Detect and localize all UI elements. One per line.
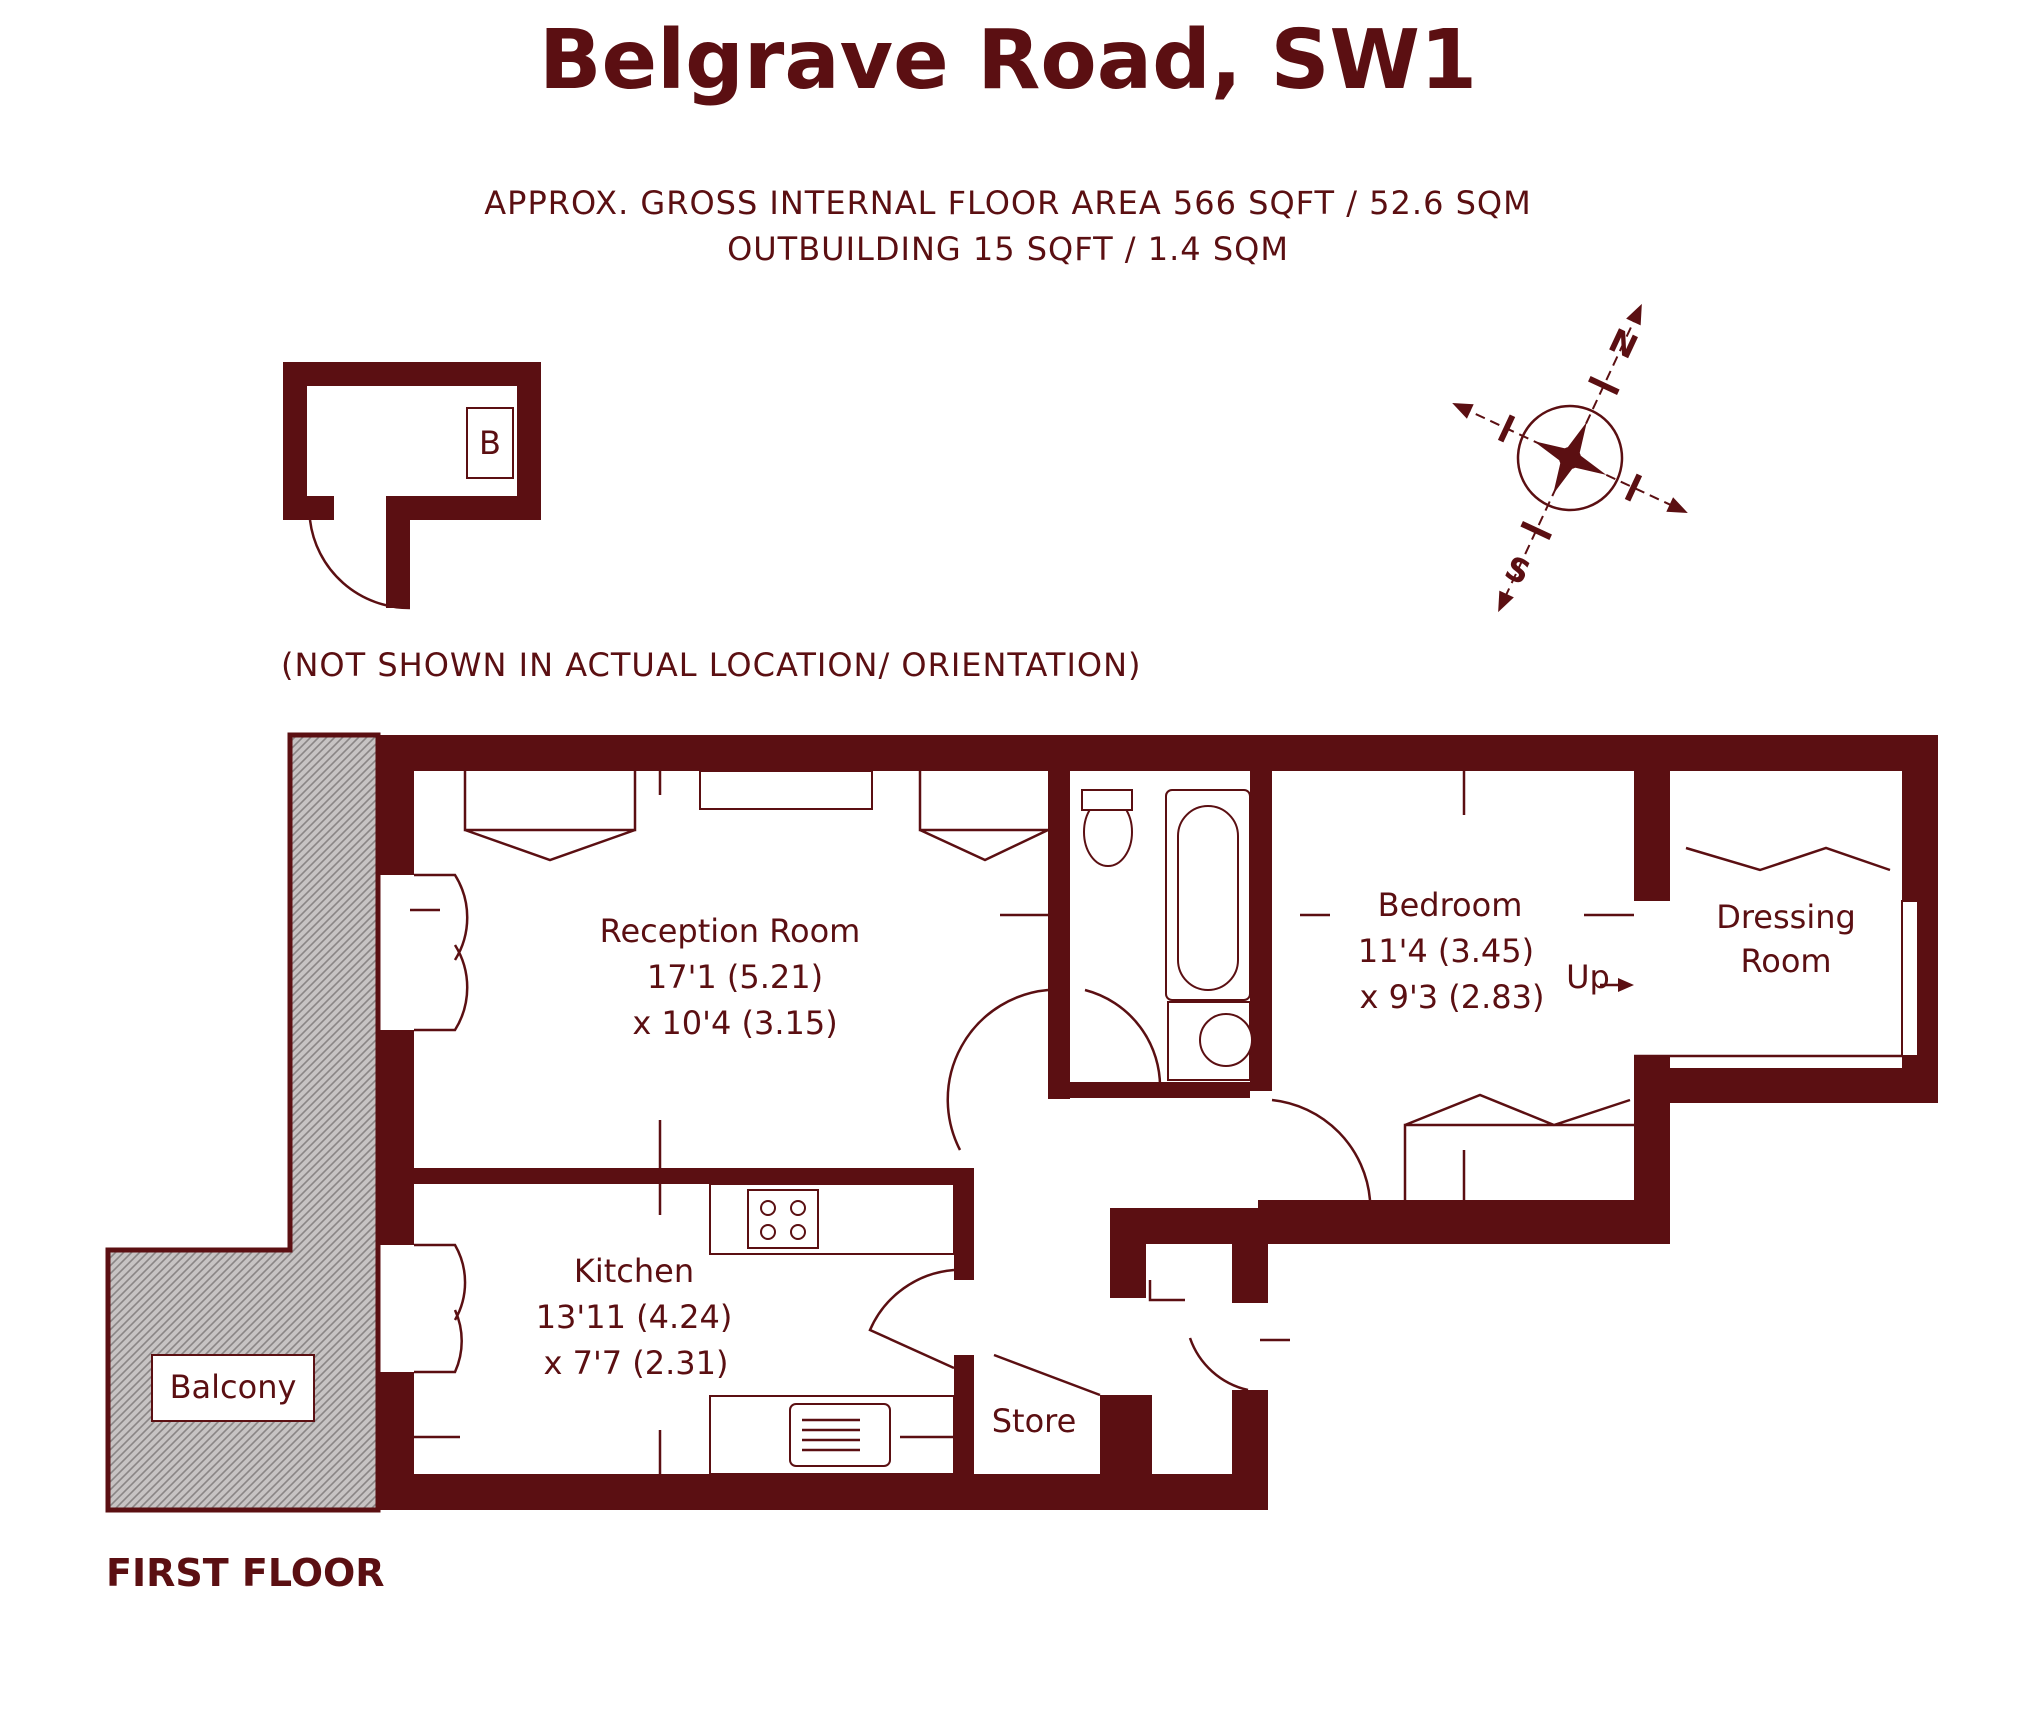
reception-room-dim1: 17'1 (5.21) [647,958,823,996]
outbuilding-label: B [479,424,501,462]
fixtures [410,770,1919,1475]
dressing-room: Dressing Room [1716,898,1856,980]
kitchen: Kitchen 13'11 (4.24) x 7'7 (2.31) [536,1252,733,1382]
reception-room-name: Reception Room [600,912,861,950]
kitchen-name: Kitchen [574,1252,694,1290]
floor-label: FIRST FLOOR [106,1551,385,1595]
exterior-walls [378,735,1938,1510]
dressing-room-name-line1: Dressing [1716,898,1856,936]
store-label: Store [992,1402,1077,1440]
floor-area-text: APPROX. GROSS INTERNAL FLOOR AREA 566 SQ… [484,184,1531,222]
reception-room: Reception Room 17'1 (5.21) x 10'4 (3.15) [600,912,861,1042]
compass-icon: N S [1452,303,1688,613]
compass-north-label: N [1603,321,1643,367]
balcony: Balcony [105,732,381,1513]
kitchen-dim2: x 7'7 (2.31) [543,1344,728,1382]
outbuilding-note: (NOT SHOWN IN ACTUAL LOCATION/ ORIENTATI… [281,646,1141,684]
compass-south-label: S [1499,548,1536,592]
outbuilding-area-text: OUTBUILDING 15 SQFT / 1.4 SQM [727,230,1289,268]
sink-icon [789,1403,891,1467]
hob-icon [747,1189,819,1249]
bedroom-dim2: x 9'3 (2.83) [1359,978,1544,1016]
dressing-room-name-line2: Room [1740,942,1831,980]
boiler-icon [466,407,514,479]
page-title: Belgrave Road, SW1 [539,13,1477,108]
bedroom: Bedroom 11'4 (3.45) x 9'3 (2.83) Up [1358,886,1610,1016]
up-label: Up [1566,958,1610,996]
balcony-label: Balcony [170,1368,297,1406]
reception-room-dim2: x 10'4 (3.15) [632,1004,837,1042]
interior-walls [414,771,1670,1475]
bedroom-dim1: 11'4 (3.45) [1358,932,1534,970]
bedroom-name: Bedroom [1378,886,1523,924]
outbuilding: B [283,362,541,610]
kitchen-dim1: 13'11 (4.24) [536,1298,733,1336]
